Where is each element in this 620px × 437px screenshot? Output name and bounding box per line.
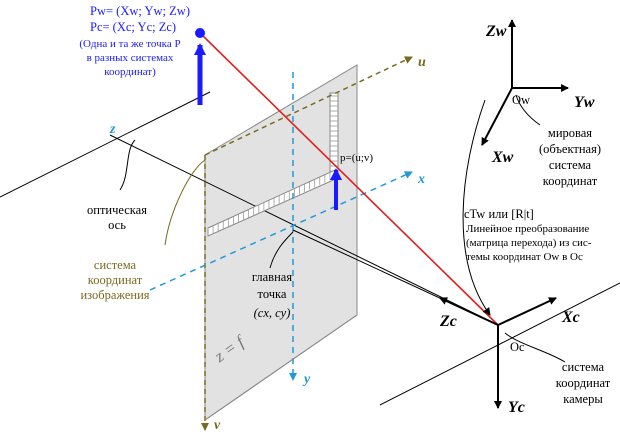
xw-axis	[481, 87, 513, 146]
pc-label: Pc= (Xc; Yc; Zc)	[90, 20, 177, 34]
u-axis-label: u	[418, 55, 426, 70]
point-note-1: (Одна и та же точка P	[79, 38, 181, 50]
principal-label-3: (cx, cy)	[253, 306, 291, 320]
zw-label: Zw	[486, 23, 507, 40]
u-axis	[204, 56, 413, 156]
camera-cs-label-3: камеры	[563, 392, 603, 406]
plane-bottom-edge	[204, 314, 358, 421]
pw-label: Pw= (Xw; Yw; Zw)	[90, 4, 190, 18]
ground-line-right	[379, 282, 620, 406]
optical-axis-label-1: оптическая	[87, 203, 147, 217]
zc-label: Zc	[440, 313, 457, 330]
point-p-world	[195, 28, 205, 38]
image-cs-label-1: система	[93, 258, 137, 272]
xc-label: Xc	[562, 309, 580, 326]
transform-line-3: темы координат Ow в Oc	[466, 251, 583, 263]
principal-label-1: главная	[251, 270, 293, 284]
camera-cs-label-2: координат	[555, 376, 611, 390]
world-cs-label-1: мировая	[547, 126, 593, 140]
camera-cs-label-1: система	[561, 360, 605, 374]
ground-line-left	[0, 91, 211, 198]
ow-label: Ow	[512, 93, 531, 107]
v-axis-label: v	[214, 418, 221, 433]
projection-ray	[199, 32, 499, 326]
transform-line-1: Линейное преобразование	[466, 223, 590, 235]
z-axis-label: z	[110, 122, 116, 137]
world-cs-label-2: (объектная)	[539, 142, 601, 156]
leader-principal	[269, 231, 294, 269]
yc-label: Yc	[508, 399, 525, 416]
leader-image-cs	[164, 159, 206, 246]
leader-optical-axis	[119, 139, 136, 191]
image-point-label: p=(u;v)	[340, 152, 374, 164]
zc-axis	[439, 297, 499, 326]
leader-camera-cs	[504, 332, 566, 363]
optical-axis	[109, 134, 499, 326]
x-axis	[149, 171, 413, 291]
xw-label: Xw	[492, 149, 514, 166]
point-note-2: в разных системах	[86, 52, 174, 64]
transform-line-2: (матрица перехода) из сис-	[466, 237, 592, 249]
image-cs-label-2: координат	[87, 273, 143, 287]
xc-axis	[497, 297, 557, 326]
leader-world-cs	[515, 94, 541, 126]
image-cs-label-3: изображения	[80, 288, 150, 302]
y-axis-label: y	[304, 372, 311, 387]
world-cs-label-4: координат	[542, 174, 598, 188]
point-note-3: координат)	[104, 66, 156, 78]
principal-label-2: точка	[257, 287, 287, 301]
world-cs-label-3: система	[548, 158, 592, 172]
transform-arrow	[462, 99, 491, 316]
optical-axis-label-2: ось	[108, 218, 126, 232]
x-axis-label: x	[418, 172, 425, 187]
oc-label: Oc	[510, 340, 525, 354]
yw-label: Yw	[574, 94, 595, 111]
transform-title: cTw или [R|t]	[464, 207, 534, 221]
